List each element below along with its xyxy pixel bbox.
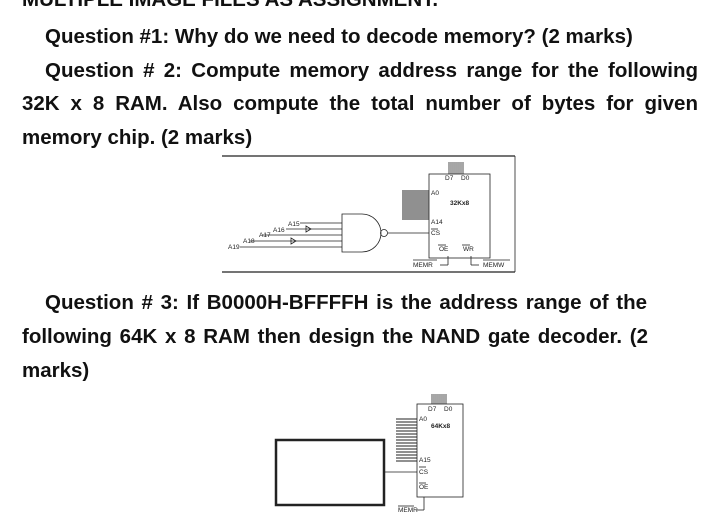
pin-a0-64k: A0 bbox=[419, 416, 427, 423]
diagram-32k-ram-decoder bbox=[222, 155, 516, 273]
pin-oe-64k: OE bbox=[419, 484, 429, 491]
input-a16: A16 bbox=[273, 227, 285, 234]
pin-wr: WR bbox=[463, 246, 474, 253]
pin-oe: OE bbox=[439, 246, 449, 253]
pin-d0: D0 bbox=[461, 175, 470, 182]
question-1: Question #1: Why do we need to decode me… bbox=[45, 25, 633, 48]
input-a19: A19 bbox=[228, 244, 240, 251]
input-a17: A17 bbox=[259, 232, 271, 239]
address-bus-lines bbox=[402, 190, 429, 220]
ram-chip-32k bbox=[428, 173, 491, 259]
data-bus-lines bbox=[448, 162, 464, 174]
decoder-answer-box bbox=[274, 438, 386, 507]
pin-cs: CS bbox=[431, 230, 441, 237]
pin-a15-64k: A15 bbox=[419, 457, 431, 464]
nand-gate bbox=[341, 213, 382, 253]
chip-label-32k: 32Kx8 bbox=[450, 200, 470, 207]
question-2-line-2: 32K x 8 RAM. Also compute the total numb… bbox=[22, 92, 698, 115]
memr-signal: MEMR bbox=[413, 262, 433, 269]
pin-cs-64k: CS bbox=[419, 469, 429, 476]
question-3-line-2: following 64K x 8 RAM then design the NA… bbox=[22, 325, 648, 348]
nand-bubble bbox=[380, 229, 388, 237]
diagram-64k-ram bbox=[274, 394, 464, 511]
question-3-line-3: marks) bbox=[22, 359, 90, 382]
pin-d7: D7 bbox=[445, 175, 454, 182]
chip-label-64k: 64Kx8 bbox=[431, 423, 451, 430]
assignment-title: MULTIPLE IMAGE FILES AS ASSIGNMENT. bbox=[22, 0, 438, 12]
question-2-line-1: Question # 2: Compute memory address ran… bbox=[45, 59, 698, 82]
input-a15: A15 bbox=[288, 221, 300, 228]
input-a18: A18 bbox=[243, 238, 255, 245]
pin-d0-64k: D0 bbox=[444, 406, 453, 413]
pin-d7-64k: D7 bbox=[428, 406, 437, 413]
pin-a14: A14 bbox=[431, 219, 443, 226]
question-3-line-1: Question # 3: If B0000H-BFFFFH is the ad… bbox=[45, 291, 647, 314]
pin-a0: A0 bbox=[431, 190, 439, 197]
memr-signal-64k: MEMR bbox=[398, 507, 418, 514]
memw-signal: MEMW bbox=[483, 262, 505, 269]
question-2-line-3: memory chip. (2 marks) bbox=[22, 126, 253, 149]
